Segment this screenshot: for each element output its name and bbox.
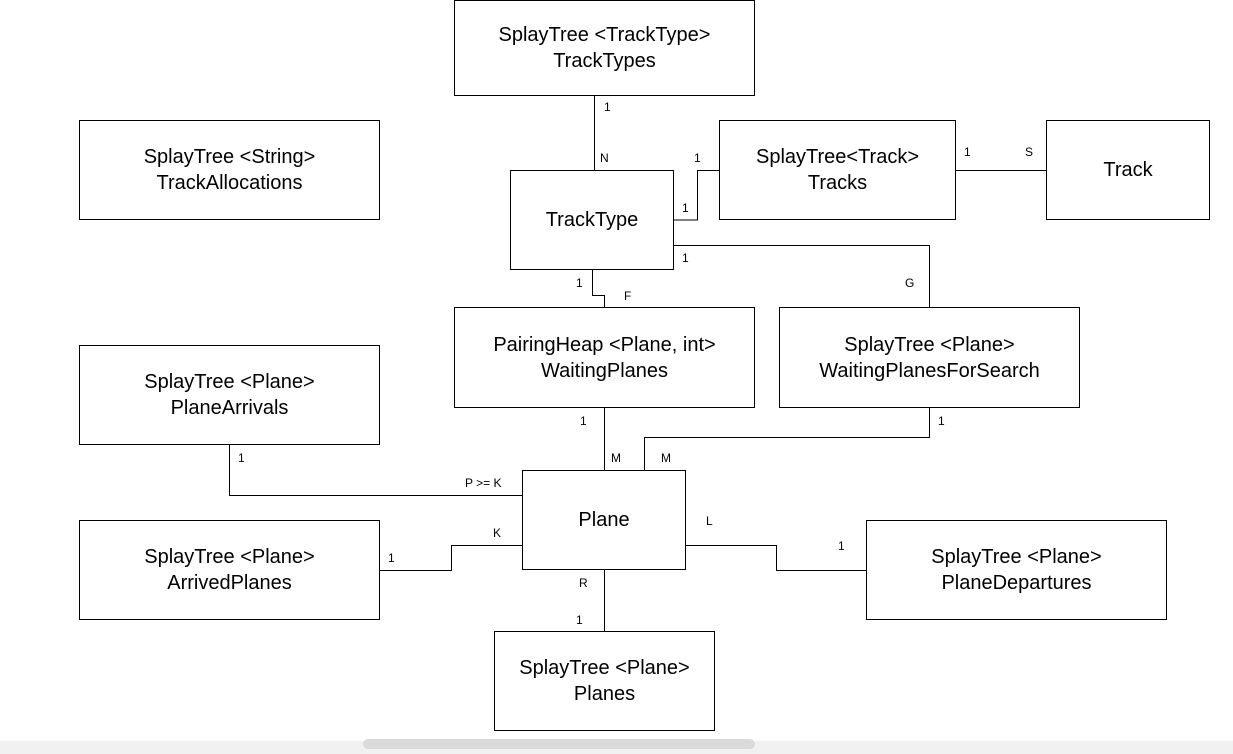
box-waitingplanes: PairingHeap <Plane, int> WaitingPlanes: [454, 307, 755, 408]
box-arrivedplanes: SplayTree <Plane> ArrivedPlanes: [79, 520, 380, 620]
box-tracks: SplayTree<Track> Tracks: [719, 120, 956, 220]
box-tracktypes-name: TrackTypes: [553, 50, 656, 72]
multiplicity-label: M: [611, 451, 621, 465]
multiplicity-label: K: [493, 526, 502, 540]
box-plane-name: Plane: [578, 509, 630, 531]
box-tracks-name: Tracks: [807, 172, 868, 194]
multiplicity-label: 1: [580, 414, 587, 428]
connector-tracktype-tracks: [674, 170, 719, 221]
multiplicity-label: M: [661, 451, 671, 465]
box-tracks-type: SplayTree<Track>: [755, 146, 920, 168]
box-planes-type: SplayTree <Plane>: [519, 657, 690, 679]
connector-waitingplanesforsearch-plane: [644, 408, 930, 470]
box-track-name: Track: [1103, 159, 1153, 181]
box-tracktype-name: TrackType: [545, 209, 639, 231]
multiplicity-label: 1: [682, 201, 689, 215]
multiplicity-label: 1: [576, 613, 583, 627]
multiplicity-label: S: [1025, 145, 1034, 159]
box-waitingplanesforsearch: SplayTree <Plane> WaitingPlanesForSearch: [779, 307, 1080, 408]
box-planearrivals-type: SplayTree <Plane>: [144, 371, 315, 393]
box-planes: SplayTree <Plane> Planes: [494, 631, 715, 731]
multiplicity-label: 1: [604, 100, 611, 114]
box-waitingplanes-name: WaitingPlanes: [540, 359, 669, 382]
box-tracktypes-type: SplayTree <TrackType>: [498, 24, 711, 46]
box-tracktype: TrackType: [510, 170, 674, 270]
multiplicity-label: 1: [388, 551, 395, 565]
box-planes-name: Planes: [573, 683, 636, 705]
scrollbar-thumb[interactable]: [363, 739, 755, 749]
box-plane: Plane: [522, 470, 686, 570]
multiplicity-label: 1: [238, 451, 245, 465]
multiplicity-label: 1: [576, 276, 583, 290]
connector-arrivedplanes-plane: [379, 545, 522, 571]
multiplicity-label: L: [706, 514, 713, 528]
box-tracktypes: SplayTree <TrackType> TrackTypes: [454, 0, 755, 96]
box-planearrivals: SplayTree <Plane> PlaneArrivals: [79, 345, 380, 445]
box-waitingplanesforsearch-name: WaitingPlanesForSearch: [819, 359, 1040, 382]
box-trackallocations-name: TrackAllocations: [156, 172, 303, 194]
multiplicity-label: 1: [938, 414, 945, 428]
connector-tracktype-waitingplanesforsearch: [674, 245, 930, 307]
multiplicity-label: 1: [838, 539, 845, 553]
multiplicity-label: R: [579, 576, 588, 590]
box-planedepartures: SplayTree <Plane> PlaneDepartures: [866, 520, 1167, 620]
multiplicity-label: G: [905, 276, 915, 290]
box-arrivedplanes-name: ArrivedPlanes: [167, 572, 292, 594]
box-track: Track: [1046, 120, 1210, 220]
multiplicity-label: 1: [694, 151, 701, 165]
connector-tracktype-waitingplanes: [592, 270, 605, 307]
box-trackallocations: SplayTree <String> TrackAllocations: [79, 120, 380, 220]
box-trackallocations-type: SplayTree <String>: [143, 146, 316, 168]
multiplicity-label: 1: [964, 145, 971, 159]
connector-planearrivals-plane: [229, 445, 522, 496]
multiplicity-label: N: [600, 151, 609, 165]
connector-plane-planedepartures: [686, 545, 866, 571]
box-waitingplanesforsearch-type: SplayTree <Plane>: [844, 333, 1015, 356]
box-planearrivals-name: PlaneArrivals: [170, 397, 289, 419]
multiplicity-label: 1: [682, 251, 689, 265]
box-planedepartures-name: PlaneDepartures: [941, 572, 1092, 594]
box-planedepartures-type: SplayTree <Plane>: [931, 546, 1102, 568]
box-arrivedplanes-type: SplayTree <Plane>: [144, 546, 315, 568]
box-waitingplanes-type: PairingHeap <Plane, int>: [493, 333, 716, 356]
multiplicity-label: P >= K: [465, 476, 502, 490]
multiplicity-label: F: [624, 289, 632, 303]
